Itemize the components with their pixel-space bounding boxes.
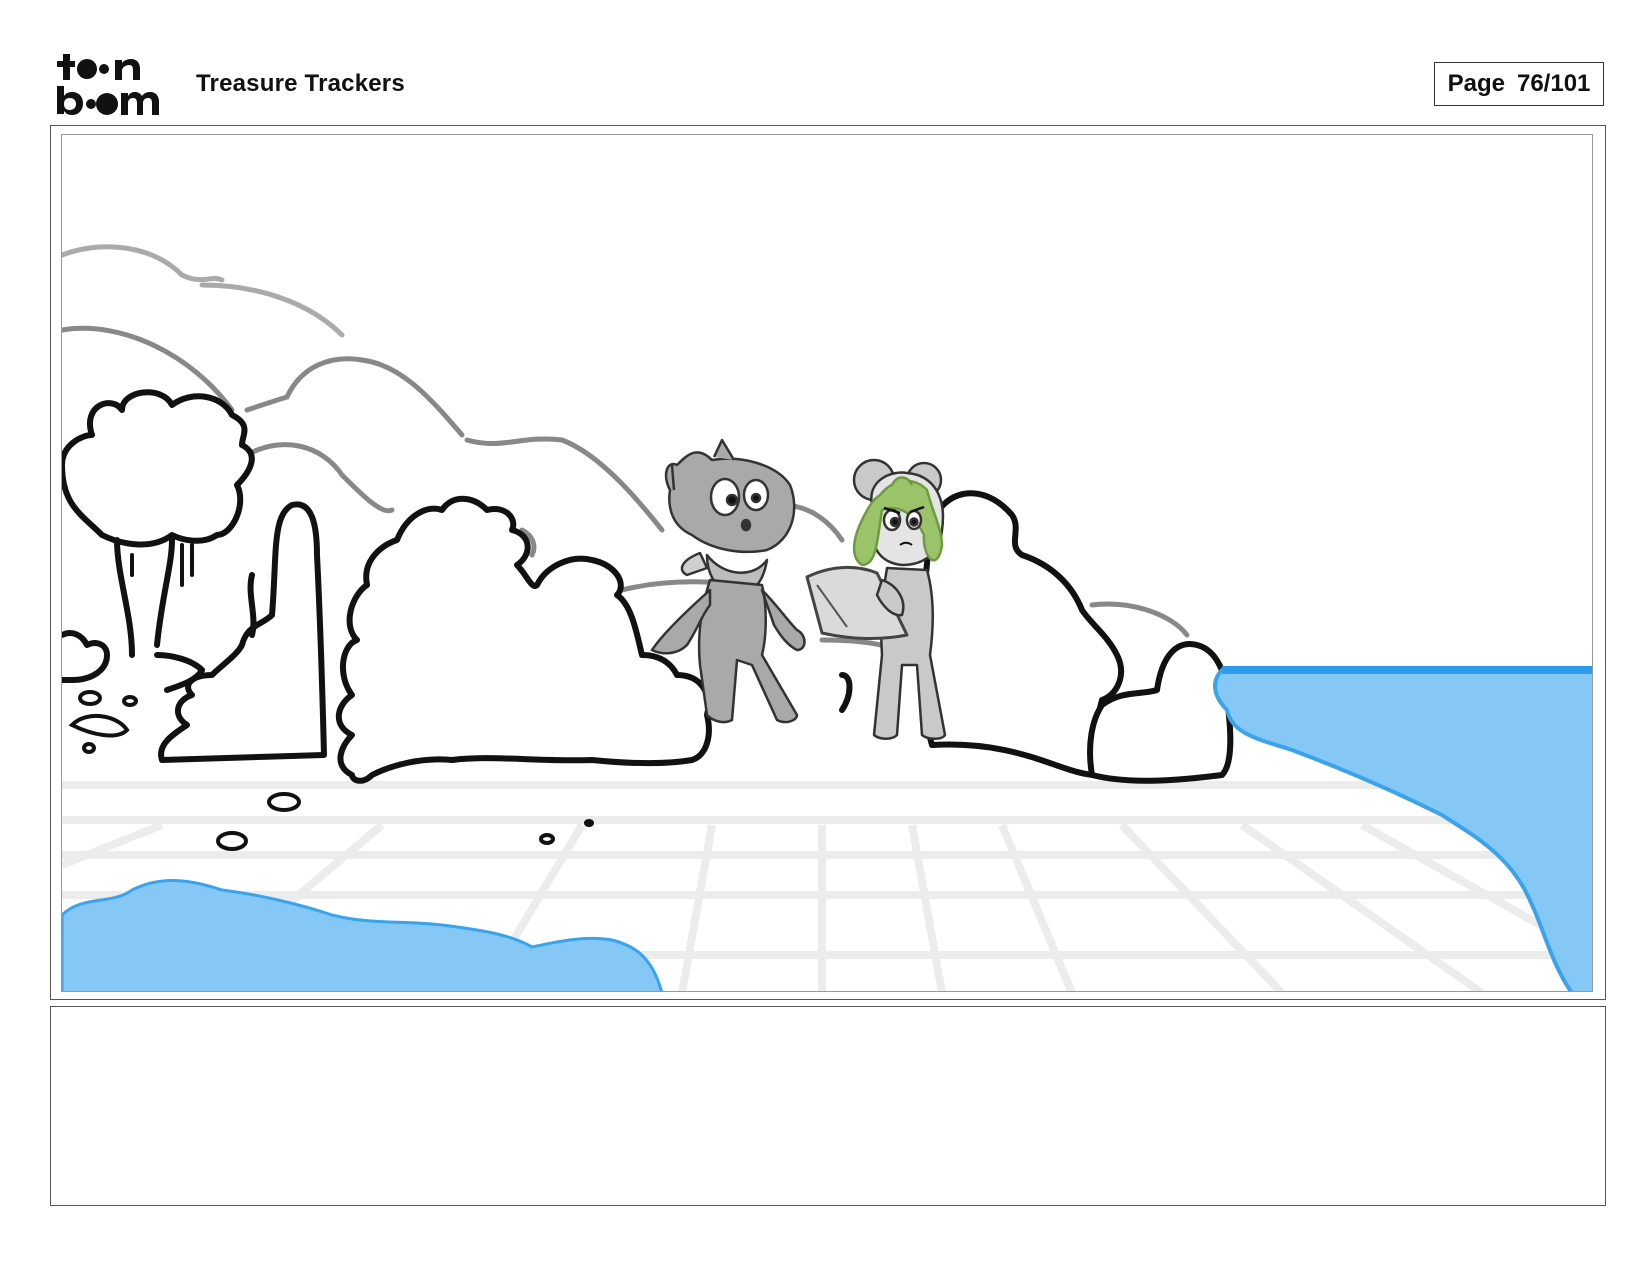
mouse-character (805, 458, 947, 740)
panel-image (61, 134, 1593, 992)
toonboom-logo (55, 52, 173, 116)
page-label: Page (1447, 70, 1505, 97)
scene-drawing (62, 244, 1592, 991)
tree (62, 389, 255, 658)
page-indicator: Page 76/101 (1434, 62, 1604, 106)
cat-character (650, 438, 806, 724)
caption-box (50, 1006, 1606, 1206)
storyboard-panel (50, 125, 1606, 1000)
ocean-right (1213, 668, 1592, 991)
ground-pebbles (68, 690, 594, 851)
center-bush (335, 495, 712, 784)
background-hills (62, 325, 1190, 658)
left-rocks (62, 501, 327, 763)
page-number: 76/101 (1516, 70, 1591, 97)
ocean-left (62, 879, 663, 991)
background-hills-light (62, 244, 345, 338)
project-title: Treasure Trackers (196, 70, 405, 97)
